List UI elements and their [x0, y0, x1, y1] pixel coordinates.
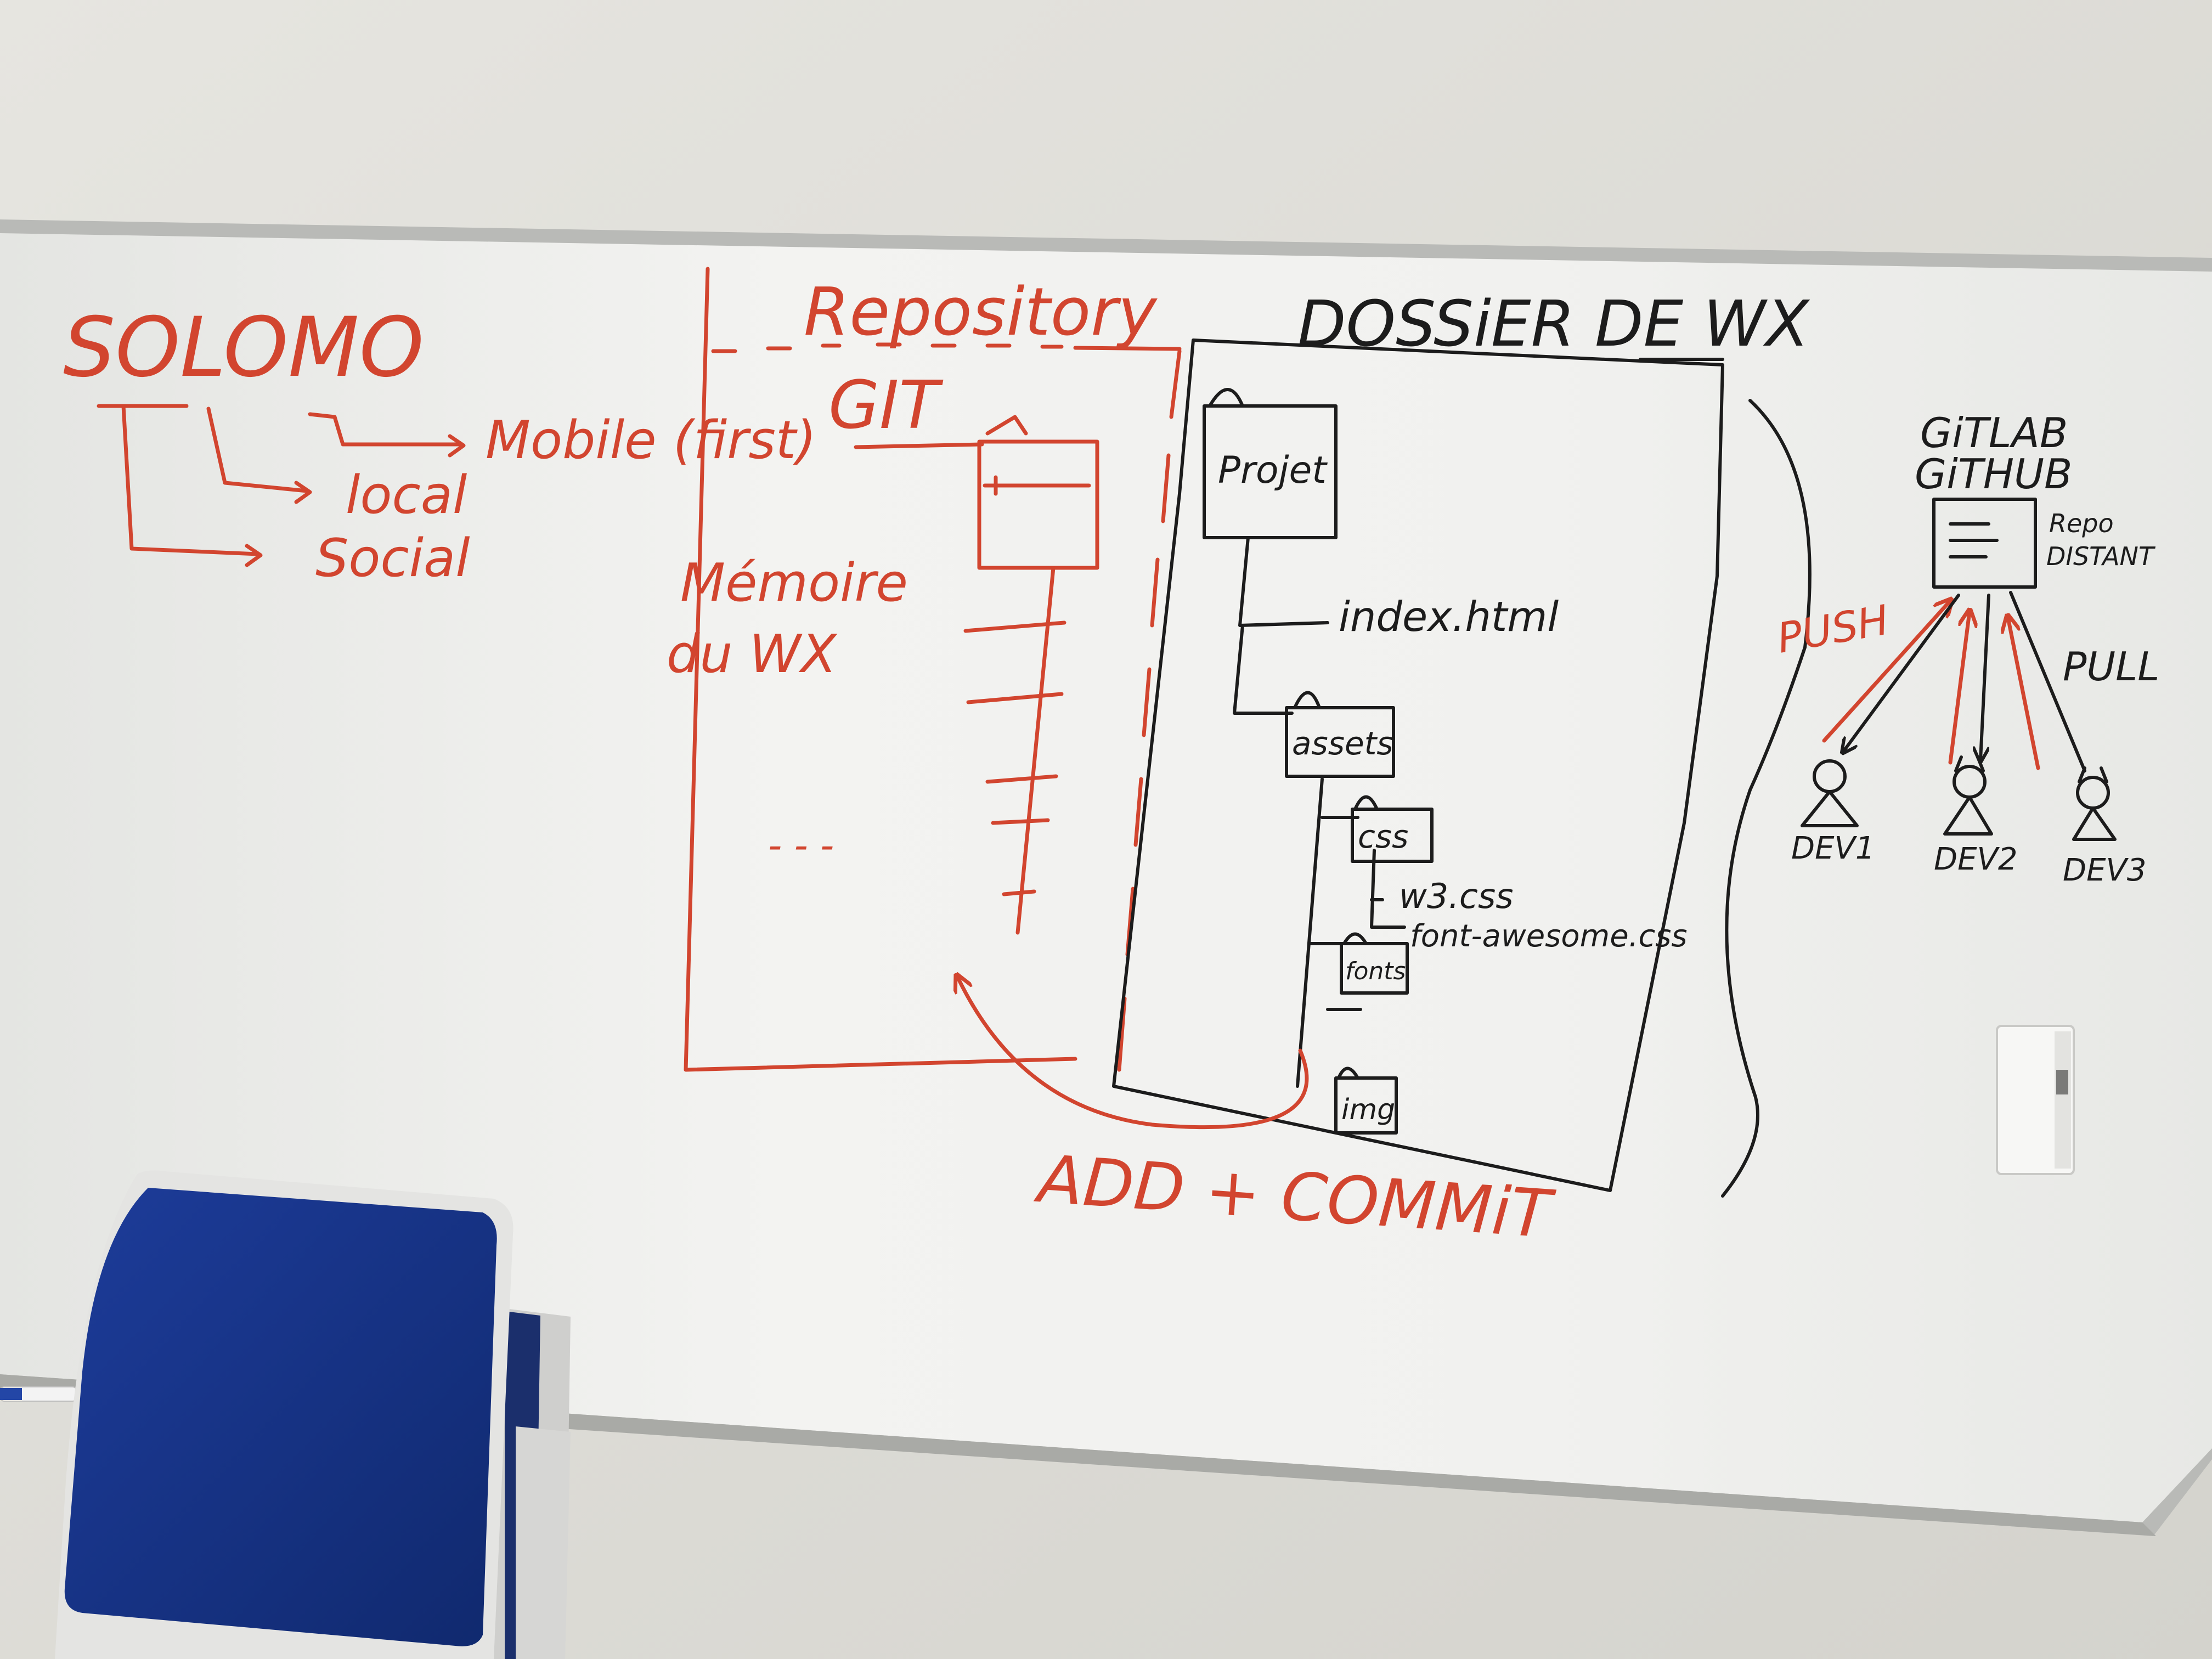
- assets-folder-label: assets: [1292, 725, 1393, 762]
- repository-memory-line1: Mémoire: [680, 553, 908, 613]
- remote-repo-label-1: Repo: [2049, 509, 2114, 538]
- pull-arrow-dev2: [1980, 594, 1990, 760]
- fonts-folder-tab: [1342, 932, 1368, 945]
- working-dir-section: DOSSiER DE WX Projet index.html assets c…: [957, 287, 1810, 1254]
- assets-folder-tab: [1293, 691, 1321, 709]
- css-file-font-awesome: font-awesome.css: [1410, 918, 1688, 954]
- working-dir-boundary: [1112, 338, 1724, 1192]
- fonts-folder-icon: [1340, 942, 1409, 995]
- img-folder-icon: [1334, 1076, 1398, 1135]
- dev1-figure: [1801, 759, 1859, 827]
- remote-repo-icon-lines: [1949, 522, 1999, 558]
- repository-ellipsis: - - -: [768, 823, 834, 868]
- solomo-item-mobile: Mobile (first): [486, 410, 816, 471]
- projet-folder-tab: [1208, 388, 1244, 408]
- board-eraser: [1996, 1025, 2075, 1175]
- repository-underline: [854, 442, 984, 449]
- repository-boundary: [684, 267, 1182, 1072]
- projet-folder-label: Projet: [1218, 449, 1328, 492]
- pull-label: PULL: [2063, 644, 2159, 690]
- dev2-figure: [1943, 755, 1993, 836]
- push-arrow-dev2: [1948, 612, 1970, 765]
- projet-folder-icon: [1203, 404, 1338, 539]
- img-folder-tab: [1337, 1066, 1359, 1080]
- pull-arrow-dev3: [2009, 591, 2086, 772]
- stacked-chairs: [55, 1170, 571, 1659]
- repository-section: Repository GIT Mémoire du WX - - -: [667, 267, 1182, 1072]
- remote-title-gitlab: GiTLAB: [1920, 409, 2068, 457]
- css-folder-tab: [1353, 795, 1379, 811]
- solomo-item-social: Social: [315, 528, 470, 589]
- solomo-section: SOLOMO Mobile (first) local Social: [63, 300, 816, 589]
- folder-tree-lines: [1233, 536, 1406, 1088]
- repository-title: Repository: [804, 274, 1158, 351]
- fonts-folder-label: fonts: [1345, 957, 1406, 985]
- dev3-figure: [2072, 766, 2117, 841]
- push-arrow-dev3: [2008, 617, 2040, 770]
- solomo-tree-lines: [97, 404, 463, 556]
- push-arrow-dev1: [1822, 601, 1950, 743]
- commit-timeline: [963, 566, 1066, 935]
- remote-repo-label-2: DISTANT: [2046, 541, 2156, 571]
- repository-subtitle: GIT: [828, 368, 944, 444]
- remote-section: GiTLAB GiTHUB Repo DISTANT PUSH PULL DEV…: [1721, 399, 2159, 1198]
- solomo-arrowheads: [245, 434, 466, 567]
- whiteboard-surface: [0, 233, 2212, 1522]
- pull-arrow-dev1: [1843, 594, 1960, 752]
- remote-separator-curve: [1721, 399, 1812, 1198]
- remote-title-github: GiTHUB: [1915, 450, 2073, 498]
- remote-repo-icon: [1932, 498, 2037, 589]
- repository-memory-line2: du WX: [667, 624, 838, 685]
- css-file-w3: w3.css: [1399, 876, 1514, 916]
- git-store-icon: [977, 439, 1099, 570]
- git-store-icon-detail: [983, 415, 1091, 496]
- index-file-label: index.html: [1339, 592, 1559, 641]
- dev1-label: DEV1: [1791, 831, 1875, 866]
- add-commit-arrow: [957, 977, 1309, 1130]
- solomo-item-local: local: [346, 465, 467, 526]
- css-folder-icon: [1351, 808, 1434, 863]
- dev2-label: DEV2: [1934, 842, 2017, 877]
- dev3-label: DEV3: [2063, 853, 2146, 888]
- blue-marker: [0, 1386, 77, 1402]
- assets-folder-icon: [1285, 706, 1395, 778]
- solomo-title: SOLOMO: [63, 300, 424, 396]
- css-folder-label: css: [1358, 818, 1408, 855]
- img-folder-label: img: [1341, 1093, 1395, 1126]
